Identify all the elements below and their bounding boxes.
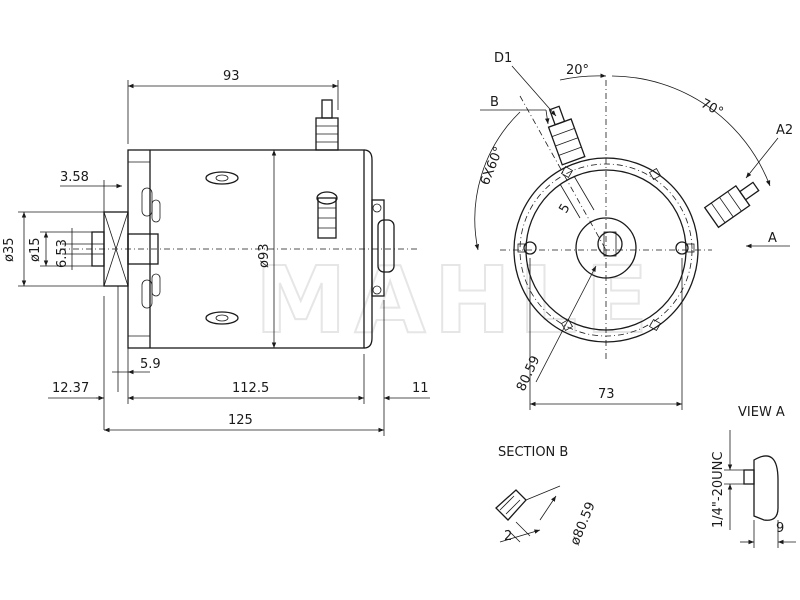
angle-20: 20° bbox=[566, 63, 589, 78]
label-a2: A2 bbox=[776, 123, 793, 138]
label-d1: D1 bbox=[494, 51, 512, 66]
dim-3-58: 3.58 bbox=[60, 170, 89, 185]
dim-6-53: 6.53 bbox=[55, 239, 70, 268]
section-b-profile bbox=[495, 489, 527, 521]
section-b-dia: ø80.59 bbox=[568, 500, 599, 548]
terminal-stud-icon bbox=[316, 191, 338, 239]
end-view: D1 B A2 A 20° 70° 6X60° 5 80.59 73 bbox=[474, 51, 793, 410]
view-a-title: VIEW A bbox=[738, 405, 785, 420]
view-a-terminal-cap bbox=[753, 455, 779, 521]
view-a-stud bbox=[743, 469, 755, 485]
dim-11: 11 bbox=[412, 381, 429, 396]
view-a-thread: 1/4"-20UNC bbox=[711, 452, 726, 528]
mount-bolt-top bbox=[205, 171, 239, 185]
dim-top-93: 93 bbox=[223, 69, 240, 84]
dim-80-59: 80.59 bbox=[514, 354, 543, 394]
shaft-key bbox=[603, 231, 617, 257]
vent-slot bbox=[141, 279, 153, 309]
rear-terminal-cover bbox=[377, 219, 395, 273]
mount-hole bbox=[675, 241, 689, 255]
label-a: A bbox=[768, 231, 777, 246]
terminal-stud-icon bbox=[547, 105, 586, 166]
dim-dia-35: ø35 bbox=[2, 238, 17, 263]
view-a: VIEW A 1/4"-20UNC 9 bbox=[711, 405, 796, 548]
terminal-stud-icon bbox=[315, 99, 339, 151]
section-b-dim-2: 2 bbox=[504, 529, 512, 544]
terminal-stud-icon bbox=[703, 181, 760, 229]
dim-125: 125 bbox=[228, 413, 253, 428]
dim-body-dia-93: ø93 bbox=[257, 244, 272, 269]
holes-6x60: 6X60° bbox=[478, 145, 507, 188]
section-b: SECTION B 2 ø80.59 bbox=[495, 445, 599, 548]
section-b-title: SECTION B bbox=[498, 445, 568, 460]
dim-5-9: 5.9 bbox=[140, 357, 161, 372]
vent-slot bbox=[141, 187, 153, 217]
dim-112-5: 112.5 bbox=[232, 381, 269, 396]
label-b: B bbox=[490, 95, 499, 110]
rear-cap bbox=[371, 199, 385, 297]
view-a-dim-9: 9 bbox=[776, 521, 784, 536]
mount-bolt-bottom bbox=[205, 311, 239, 325]
mount-hole bbox=[523, 241, 537, 255]
dim-73: 73 bbox=[598, 387, 615, 402]
dim-12-37: 12.37 bbox=[52, 381, 89, 396]
dim-dia-15: ø15 bbox=[28, 238, 43, 263]
watermark-logo: MAHLE bbox=[255, 247, 656, 354]
side-view: 93 3.58 ø35 ø15 6.53 ø93 5.9 12.37 bbox=[2, 69, 430, 436]
